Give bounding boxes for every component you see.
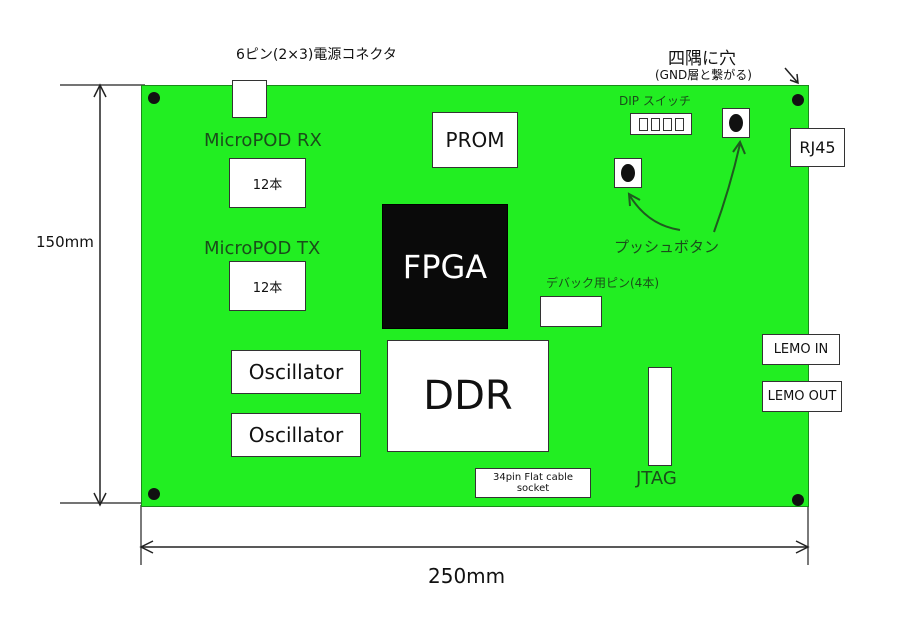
micropod-tx-label: MicroPOD TX [204,238,321,259]
debug-pins [540,296,602,327]
corner-holes-title: 四隅に穴 [668,49,736,69]
prom: PROM [432,112,518,168]
rj45-label: RJ45 [799,138,836,157]
push-button-1 [614,158,642,188]
micropod-rx: 12本 [229,158,306,208]
corner-hole-icon [148,488,160,500]
fpga-label: FPGA [402,247,488,286]
lemo-in-connector: LEMO IN [762,334,840,365]
rj45-connector: RJ45 [790,128,845,167]
height-dimension-label: 150mm [36,233,94,251]
flat-cable-label: 34pin Flat cable socket [492,472,574,494]
lemo-out-label: LEMO OUT [767,389,837,404]
oscillator-1-label: Oscillator [248,360,344,384]
corner-hole-icon [792,94,804,106]
lemo-in-label: LEMO IN [773,342,829,357]
flat-cable-socket: 34pin Flat cable socket [475,468,591,498]
micropod-tx-count: 12本 [252,280,283,296]
micropod-tx: 12本 [229,261,306,311]
debug-pins-label: デバック用ピン(4本) [546,276,659,290]
dip-switch [630,113,692,135]
oscillator-2-label: Oscillator [248,423,344,447]
pcb-board: MicroPOD RX 12本 MicroPOD TX 12本 Oscillat… [141,80,845,507]
push-button-label: プッシュボタン [614,238,720,256]
lemo-out-connector: LEMO OUT [762,381,842,412]
ddr-label: DDR [423,373,513,419]
push-button-2 [722,108,750,138]
corner-hole-icon [792,494,804,506]
power-connector [232,80,267,118]
oscillator-1: Oscillator [231,350,361,394]
micropod-rx-label: MicroPOD RX [204,130,322,151]
corner-holes-note: (GND層と繋がる) [655,68,752,82]
ddr: DDR [387,340,549,452]
corner-hole-icon [148,92,160,104]
jtag-label: JTAG [636,468,677,489]
dip-switch-label: DIP スイッチ [619,94,691,108]
micropod-rx-count: 12本 [252,177,283,193]
fpga: FPGA [382,204,508,329]
width-dimension-label: 250mm [428,564,506,588]
prom-label: PROM [445,128,505,152]
power-connector-label: 6ピン(2×3)電源コネクタ [236,47,397,63]
oscillator-2: Oscillator [231,413,361,457]
jtag-header [648,367,672,466]
